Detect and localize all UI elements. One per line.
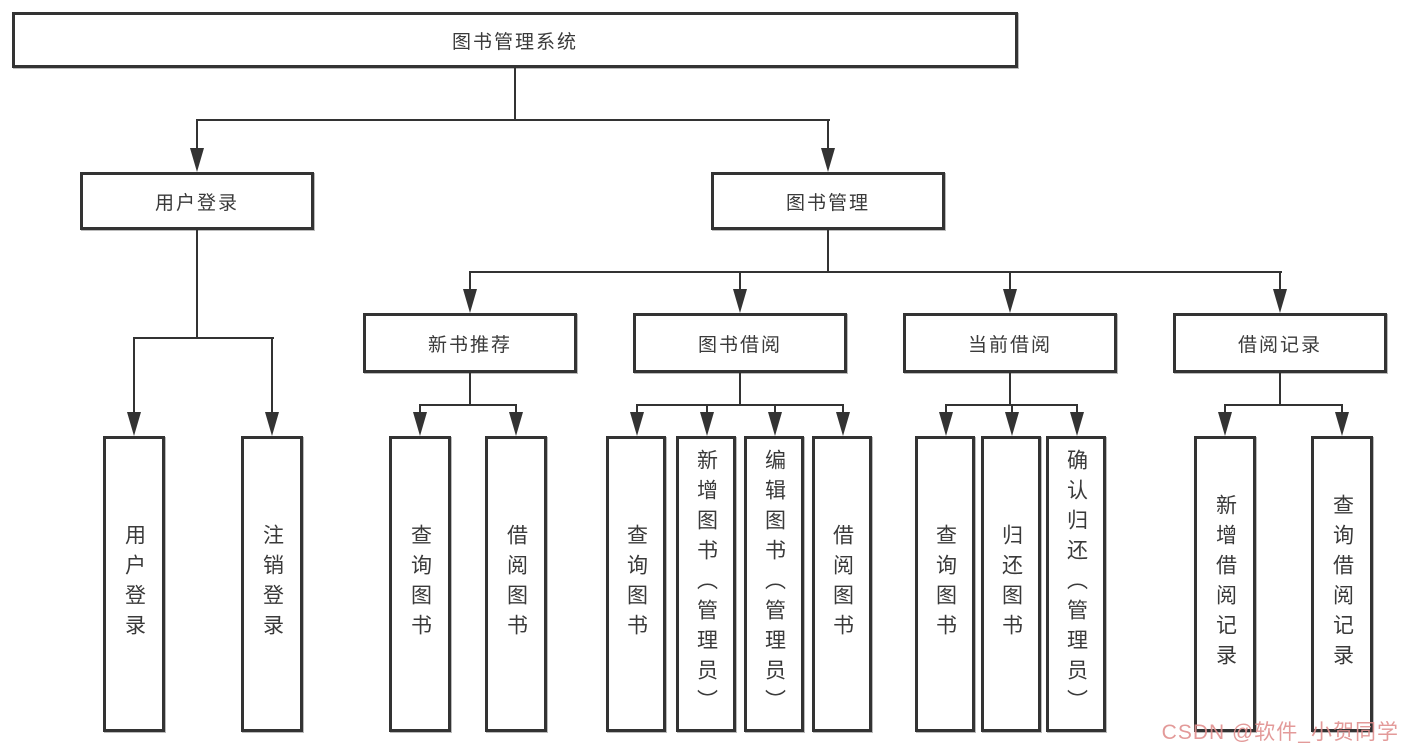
connector-stub — [133, 337, 135, 416]
leaf-label: 新增借阅记录 — [1213, 494, 1237, 674]
arrowhead-down-icon — [1335, 412, 1349, 436]
node-label: 当前借阅 — [967, 334, 1052, 356]
leaf-label: 借阅图书 — [504, 524, 528, 644]
node-new-book-recommend: 新书推荐 — [363, 313, 577, 373]
node-current-borrow: 当前借阅 — [903, 313, 1117, 373]
leaf-label: 借阅图书 — [830, 524, 854, 644]
node-user-login: 用户登录 — [80, 172, 314, 230]
connector-stub — [706, 404, 708, 416]
connector-stub — [1011, 404, 1013, 416]
connector-stub — [1009, 271, 1011, 293]
arrowhead-down-icon — [1273, 289, 1287, 313]
leaf-label: 注销登录 — [260, 524, 284, 644]
arrowhead-down-icon — [630, 412, 644, 436]
connector-stem — [1009, 373, 1011, 406]
leaf-label: 归还图书 — [999, 524, 1023, 644]
connector-stem — [739, 373, 741, 406]
leaf-label: 编辑图书（管理员） — [762, 449, 786, 719]
connector-stem — [469, 373, 471, 406]
connector-hline — [419, 404, 517, 406]
arrowhead-down-icon — [127, 412, 141, 436]
leaf-label: 确认归还（管理员） — [1064, 449, 1088, 719]
node-label: 借阅记录 — [1237, 334, 1322, 356]
arrowhead-down-icon — [1003, 289, 1017, 313]
arrowhead-down-icon — [821, 148, 835, 172]
connector-stub — [1224, 404, 1226, 416]
connector-stub — [419, 404, 421, 416]
node-label: 图书管理 — [785, 192, 870, 214]
arrowhead-down-icon — [190, 148, 204, 172]
connector-stem — [1279, 373, 1281, 406]
leaf-query-books: 查询图书 — [606, 436, 666, 732]
leaf-borrow-books: 借阅图书 — [812, 436, 872, 732]
connector-stub — [515, 404, 517, 416]
arrowhead-down-icon — [939, 412, 953, 436]
leaf-borrow-books: 借阅图书 — [485, 436, 547, 732]
leaf-label: 查询借阅记录 — [1330, 494, 1354, 674]
leaf-add-books-admin: 新增图书（管理员） — [676, 436, 736, 732]
node-book-borrow: 图书借阅 — [633, 313, 847, 373]
connector-stub — [842, 404, 844, 416]
connector-user-login-stem — [196, 230, 198, 339]
arrowhead-down-icon — [1218, 412, 1232, 436]
arrowhead-down-icon — [733, 289, 747, 313]
connector-level3-hline — [469, 271, 1282, 273]
leaf-add-borrow-record: 新增借阅记录 — [1194, 436, 1256, 732]
node-book-management: 图书管理 — [711, 172, 945, 230]
connector-stub — [774, 404, 776, 416]
connector-stub — [271, 337, 273, 416]
arrowhead-down-icon — [413, 412, 427, 436]
arrowhead-down-icon — [700, 412, 714, 436]
leaf-query-books: 查询图书 — [389, 436, 451, 732]
leaf-user-login: 用户登录 — [103, 436, 165, 732]
node-root-label: 图书管理系统 — [451, 31, 578, 53]
connector-hline — [636, 404, 844, 406]
node-label: 新书推荐 — [427, 334, 512, 356]
arrowhead-down-icon — [768, 412, 782, 436]
arrowhead-down-icon — [265, 412, 279, 436]
connector-user-login-hline — [133, 337, 274, 339]
node-root: 图书管理系统 — [12, 12, 1018, 68]
arrowhead-down-icon — [509, 412, 523, 436]
leaf-confirm-return-admin: 确认归还（管理员） — [1046, 436, 1106, 732]
connector-stub — [1341, 404, 1343, 416]
leaf-logout: 注销登录 — [241, 436, 303, 732]
connector-stub — [945, 404, 947, 416]
connector-stub — [1076, 404, 1078, 416]
leaf-query-books: 查询图书 — [915, 436, 975, 732]
leaf-query-borrow-record: 查询借阅记录 — [1311, 436, 1373, 732]
arrowhead-down-icon — [1005, 412, 1019, 436]
node-label: 图书借阅 — [697, 334, 782, 356]
connector-stub — [196, 119, 198, 152]
arrowhead-down-icon — [463, 289, 477, 313]
leaf-return-books: 归还图书 — [981, 436, 1041, 732]
csdn-watermark: CSDN @软件_小贺同学 — [1161, 721, 1399, 744]
connector-stub — [636, 404, 638, 416]
connector-book-mgmt-stem — [827, 230, 829, 273]
connector-root-stem — [514, 68, 516, 121]
node-label: 用户登录 — [154, 192, 239, 214]
leaf-label: 用户登录 — [122, 524, 146, 644]
leaf-label: 查询图书 — [624, 524, 648, 644]
arrowhead-down-icon — [836, 412, 850, 436]
connector-stub — [827, 119, 829, 152]
leaf-label: 查询图书 — [408, 524, 432, 644]
connector-stub — [469, 271, 471, 293]
connector-level2-hline — [196, 119, 830, 121]
arrowhead-down-icon — [1070, 412, 1084, 436]
connector-stub — [1279, 271, 1281, 293]
connector-stub — [739, 271, 741, 293]
leaf-label: 查询图书 — [933, 524, 957, 644]
leaf-label: 新增图书（管理员） — [694, 449, 718, 719]
node-borrow-records: 借阅记录 — [1173, 313, 1387, 373]
connector-hline — [1224, 404, 1343, 406]
leaf-edit-books-admin: 编辑图书（管理员） — [744, 436, 804, 732]
